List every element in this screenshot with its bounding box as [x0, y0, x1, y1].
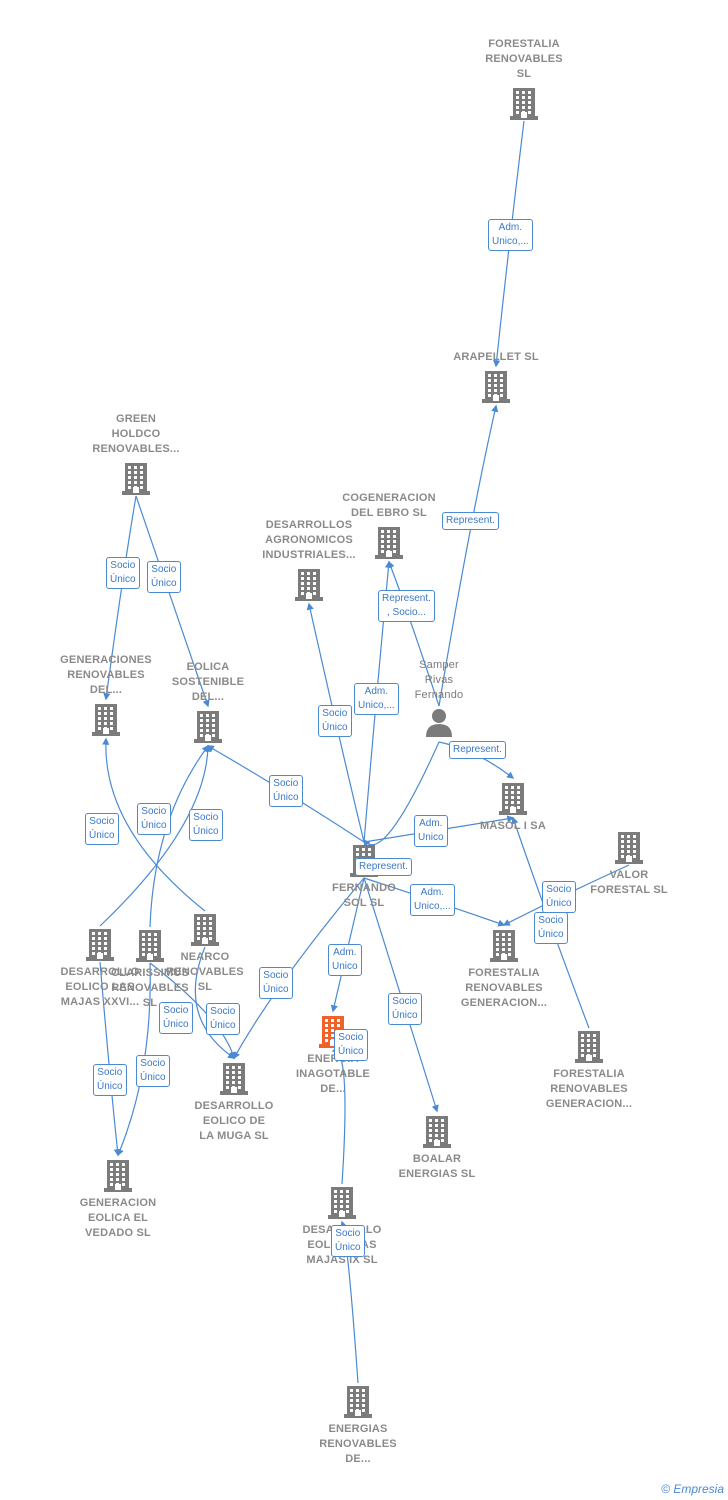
node-forestalia_generacion_2[interactable]: FORESTALIA RENOVABLES GENERACION...: [519, 1029, 659, 1112]
building-icon: [434, 928, 574, 962]
edge-label-badge[interactable]: Socio Único: [269, 775, 303, 807]
node-masol[interactable]: MASOL I SA: [443, 781, 583, 834]
edge-label-badge[interactable]: Represent. , Socio...: [378, 590, 435, 622]
edge-label-badge[interactable]: Socio Único: [147, 561, 181, 593]
building-icon: [48, 1158, 188, 1192]
node-label: DESARROLLO EOLICO LAS MAJAS XXVI...: [60, 966, 140, 1008]
node-generaciones_renovables[interactable]: GENERACIONES RENOVABLES DEL...: [36, 653, 176, 736]
edge-label-badge[interactable]: Adm. Unico: [328, 944, 362, 976]
node-clarissimus[interactable]: CLARISSIMUS RENOVABLES SL: [80, 928, 220, 1011]
node-label: ENERGIAS RENOVABLES DE...: [319, 1423, 397, 1465]
node-eolica_sostenible[interactable]: EOLICA SOSTENIBLE DEL...: [138, 660, 278, 743]
building-icon: [272, 1185, 412, 1219]
edge-label-badge[interactable]: Socio Único: [542, 881, 576, 913]
building-icon: [519, 1029, 659, 1063]
edge-label-badge[interactable]: Socio Único: [85, 813, 119, 845]
building-icon: [164, 1061, 304, 1095]
building-icon: [454, 86, 594, 120]
node-label: FORESTALIA RENOVABLES GENERACION...: [460, 967, 548, 1009]
building-icon: [288, 1384, 428, 1418]
edge-label-badge[interactable]: Socio Único: [106, 557, 140, 589]
node-label: NEARCO RENOVABLES SL: [166, 951, 244, 993]
edge-label-badge[interactable]: Socio Único: [334, 1029, 368, 1061]
building-icon: [319, 525, 459, 559]
building-icon: [135, 912, 275, 946]
node-label: VALOR FORESTAL SL: [590, 869, 668, 896]
node-valor_forestal[interactable]: VALOR FORESTAL SL: [559, 830, 699, 898]
node-label: FORESTALIA RENOVABLES SL: [485, 38, 563, 80]
edge-label-badge[interactable]: Socio Único: [534, 912, 568, 944]
building-icon: [263, 1014, 403, 1048]
edge-label-badge[interactable]: Socio Único: [206, 1003, 240, 1035]
node-label: CLARISSIMUS RENOVABLES SL: [111, 967, 189, 1009]
edge-label-badge[interactable]: Socio Único: [137, 803, 171, 835]
node-desarrollo_eolico_majas_xxvi[interactable]: DESARROLLO EOLICO LAS MAJAS XXVI...: [30, 927, 170, 1010]
node-green_holdco[interactable]: GREEN HOLDCO RENOVABLES...: [66, 412, 206, 495]
edge-label-badge[interactable]: Adm. Unico: [414, 815, 448, 847]
node-label: FORESTALIA RENOVABLES GENERACION...: [545, 1068, 633, 1110]
node-generacion_eolica_vedado[interactable]: GENERACION EOLICA EL VEDADO SL: [48, 1158, 188, 1241]
edge-label-badge[interactable]: Socio Único: [388, 993, 422, 1025]
node-label: GENERACION EOLICA EL VEDADO SL: [79, 1197, 157, 1239]
edge-label-badge[interactable]: Socio Único: [93, 1064, 127, 1096]
node-label: FERNANDO SOL SL: [332, 882, 396, 909]
node-boalar[interactable]: BOALAR ENERGIAS SL: [367, 1114, 507, 1182]
node-energias_renovables_de[interactable]: ENERGIAS RENOVABLES DE...: [288, 1384, 428, 1467]
edge-label-badge[interactable]: Socio Único: [189, 809, 223, 841]
edge-nearco-to-generaciones_renovables: [102, 737, 206, 912]
node-desarrollo_eolico_muga[interactable]: DESARROLLO EOLICO DE LA MUGA SL: [164, 1061, 304, 1144]
node-label: COGENERACION DEL EBRO SL: [342, 492, 436, 519]
node-label: EOLICA SOSTENIBLE DEL...: [171, 661, 245, 703]
edge-label-badge[interactable]: Represent.: [355, 858, 412, 876]
building-icon: [443, 781, 583, 815]
building-icon: [367, 1114, 507, 1148]
edge-label-badge[interactable]: Adm. Unico,...: [354, 683, 399, 715]
building-icon: [239, 567, 379, 601]
node-desarrollos_agronomicos[interactable]: DESARROLLOS AGRONOMICOS INDUSTRIALES...: [239, 518, 379, 601]
node-label: MASOL I SA: [480, 820, 546, 832]
building-icon: [426, 369, 566, 403]
node-forestalia_renovables[interactable]: FORESTALIA RENOVABLES SL: [454, 37, 594, 120]
edge-label-badge[interactable]: Represent.: [442, 512, 499, 530]
node-forestalia_generacion_1[interactable]: FORESTALIA RENOVABLES GENERACION...: [434, 928, 574, 1011]
edge-samper-to-fernando_sol: [363, 741, 440, 847]
building-icon: [80, 928, 220, 962]
edge-label-badge[interactable]: Represent.: [449, 741, 506, 759]
edge-label-badge[interactable]: Adm. Unico,...: [488, 219, 533, 251]
edge-label-badge[interactable]: Socio Único: [331, 1225, 365, 1257]
node-label: GENERACIONES RENOVABLES DEL...: [60, 654, 152, 696]
node-energia_inagotable[interactable]: ENERGIA INAGOTABLE DE...: [263, 1014, 403, 1097]
building-icon: [36, 702, 176, 736]
node-arapellet[interactable]: ARAPELLET SL: [426, 350, 566, 403]
edge-label-badge[interactable]: Socio Único: [159, 1002, 193, 1034]
edge-label-badge[interactable]: Socio Único: [318, 705, 352, 737]
edge-label-badge[interactable]: Socio Único: [259, 967, 293, 999]
building-icon: [559, 830, 699, 864]
node-label: DESARROLLOS AGRONOMICOS INDUSTRIALES...: [262, 519, 356, 561]
edge-nearco-to-desarrollo_eolico_muga: [194, 946, 236, 1059]
node-label: DESARROLLO EOLICO DE LA MUGA SL: [194, 1100, 274, 1142]
edge-desarrollo_eolico_majas_xxvi-to-eolica_sostenible: [99, 744, 212, 927]
edge-samper-to-arapellet: [438, 404, 499, 707]
node-label: ARAPELLET SL: [453, 351, 539, 363]
node-label: Samper Rivas Fernando: [414, 659, 464, 701]
person-icon: [369, 707, 509, 737]
node-cogeneracion_ebro[interactable]: COGENERACION DEL EBRO SL: [319, 491, 459, 559]
node-samper[interactable]: Samper Rivas Fernando: [369, 658, 509, 737]
building-icon: [66, 461, 206, 495]
brand-footer: © Empresia: [661, 1482, 724, 1496]
edge-label-badge[interactable]: Socio Único: [136, 1055, 170, 1087]
node-label: BOALAR ENERGIAS SL: [398, 1153, 476, 1180]
node-nearco[interactable]: NEARCO RENOVABLES SL: [135, 912, 275, 995]
building-icon: [30, 927, 170, 961]
edge-label-badge[interactable]: Adm. Unico,...: [410, 884, 455, 916]
node-label: GREEN HOLDCO RENOVABLES...: [92, 413, 180, 455]
building-icon: [138, 709, 278, 743]
